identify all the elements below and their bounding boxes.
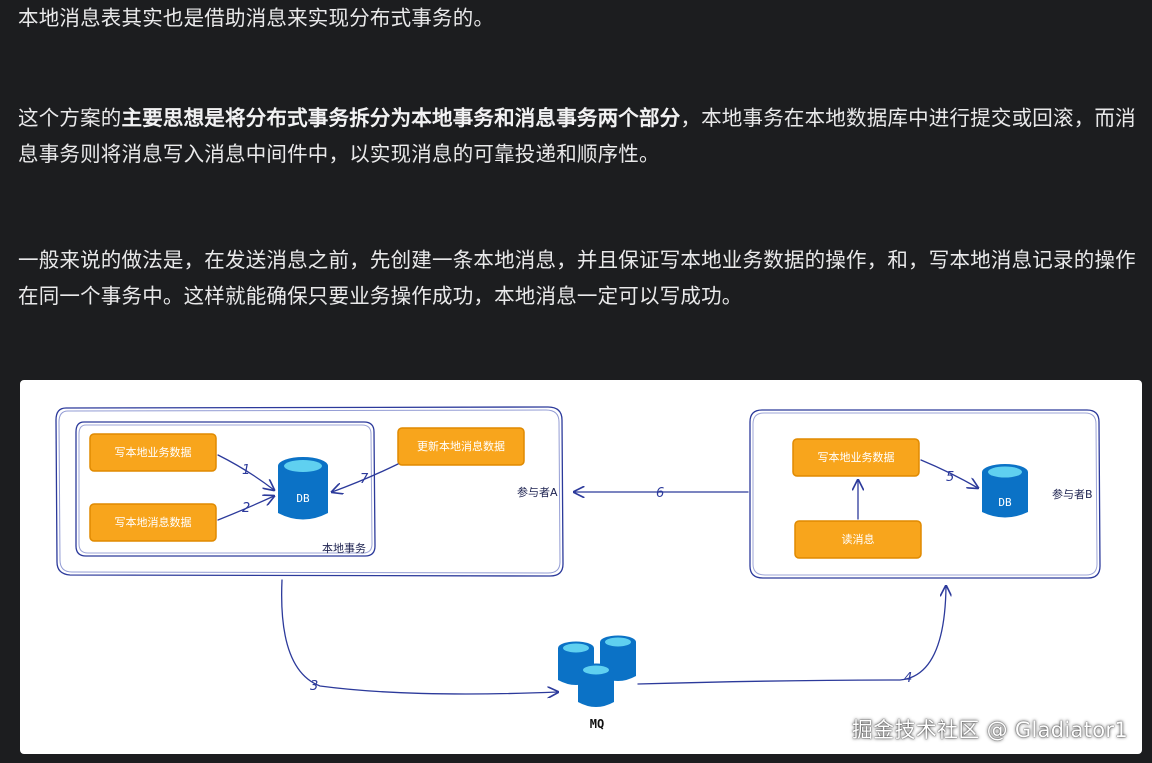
step-1-label: 1 [242,463,250,478]
write-business-data-b-box: 写本地业务数据 [792,438,920,477]
step-3-label: 3 [310,679,318,694]
paragraph-approach-text: 一般来说的做法是，在发送消息之前，先创建一条本地消息，并且保证写本地业务数据的操… [18,248,1136,308]
local-transaction-label: 本地事务 [322,541,366,555]
write-business-data-a-label: 写本地业务数据 [115,445,192,459]
diagram-canvas: 本地事务 写本地业务数据 写本地消息数据 更新本地消息数据 DB 1 2 [55,406,1101,731]
participant-a-label: 参与者A [517,485,558,499]
read-message-label: 读消息 [842,532,875,546]
step-4-label: 4 [904,671,912,686]
message-queue-label: MQ [590,717,604,731]
arrow-step-1 [217,454,274,490]
update-message-data-box: 更新本地消息数据 [397,427,525,466]
paragraph-main-idea: 这个方案的主要思想是将分布式事务拆分为本地事务和消息事务两个部分，本地事务在本地… [18,100,1146,172]
paragraph-intro-text: 本地消息表其实也是借助消息来实现分布式事务的。 [18,6,495,30]
database-a-icon: DB [278,457,328,520]
step-2-label: 2 [242,501,250,516]
participant-a-container [55,406,564,577]
participant-b-container: 参与者B [749,409,1101,579]
step-6-label: 6 [656,486,664,501]
architecture-diagram: 本地事务 写本地业务数据 写本地消息数据 更新本地消息数据 DB 1 2 [20,380,1142,754]
write-message-data-box: 写本地消息数据 [89,503,217,542]
paragraph-main-idea-suffix: ，本地事务在本地数据库中进行提交或回滚，而消息事务则将消息写入消息中间件中，以实… [18,106,1136,166]
write-business-data-b-label: 写本地业务数据 [818,450,895,464]
arrow-step-7 [332,463,399,492]
arrow-step-3 [281,579,558,694]
paragraph-main-idea-bold: 主要思想是将分布式事务拆分为本地事务和消息事务两个部分 [121,106,681,130]
local-transaction-container: 本地事务 [75,421,376,557]
step-7-label: 7 [360,472,369,487]
write-business-data-a-box: 写本地业务数据 [89,433,217,472]
message-queue-icon: MQ [558,635,636,731]
watermark: 掘金技术社区 @ Gladiator1 [851,718,1128,742]
arrow-step-2 [217,496,274,521]
database-b-label: DB [998,496,1012,509]
database-a-label: DB [296,492,310,505]
paragraph-approach: 一般来说的做法是，在发送消息之前，先创建一条本地消息，并且保证写本地业务数据的操… [18,242,1146,314]
arrow-step-5 [920,459,978,488]
paragraph-intro: 本地消息表其实也是借助消息来实现分布式事务的。 [18,0,1146,36]
database-b-icon: DB [982,464,1028,518]
participant-b-label: 参与者B [1052,487,1093,501]
step-5-label: 5 [946,470,954,485]
arrow-step-4 [637,586,946,685]
paragraph-main-idea-prefix: 这个方案的 [18,106,122,130]
read-message-box: 读消息 [794,520,922,559]
update-message-data-label: 更新本地消息数据 [417,439,505,453]
write-message-data-label: 写本地消息数据 [115,515,192,529]
